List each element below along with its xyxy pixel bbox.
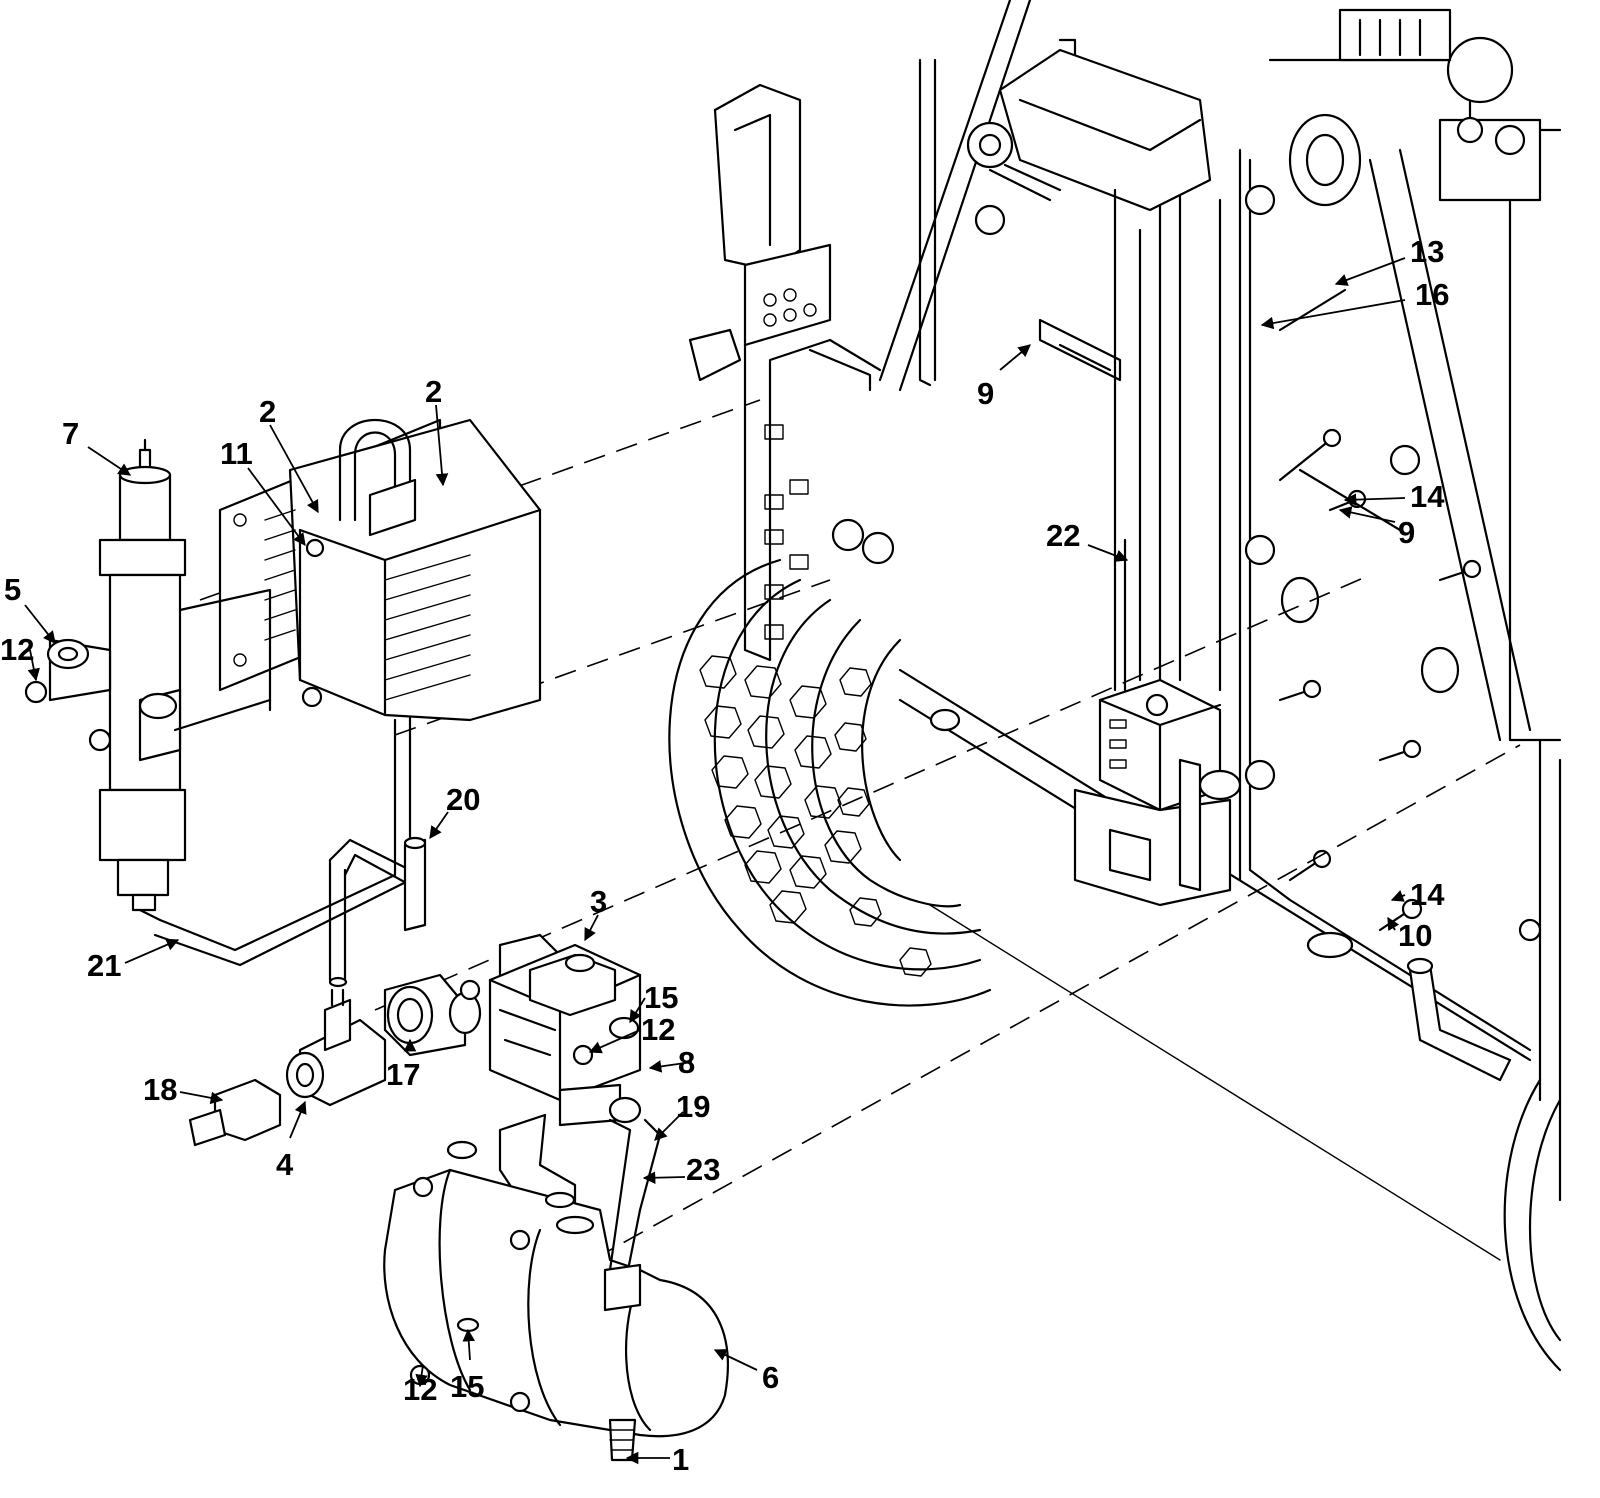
tee-fitting — [188, 973, 482, 1147]
callout-18: 18 — [143, 1072, 177, 1107]
vertical-cylinder — [24, 438, 272, 912]
leader-lines — [24, 257, 1406, 1465]
callout-17: 17 — [386, 1057, 420, 1092]
tubing — [138, 716, 427, 988]
callout-12a: 12 — [0, 632, 34, 667]
callout-3: 3 — [590, 884, 607, 919]
callout-6: 6 — [762, 1360, 779, 1395]
callout-22: 22 — [1046, 518, 1080, 553]
callout-1: 1 — [672, 1442, 689, 1477]
callout-14b: 14 — [1410, 877, 1445, 912]
callout-20: 20 — [446, 782, 480, 817]
callout-7: 7 — [62, 416, 79, 451]
heat-sink-box — [88, 418, 542, 752]
callout-11: 11 — [220, 436, 253, 471]
callout-15b: 15 — [450, 1369, 484, 1404]
callout-4: 4 — [276, 1147, 294, 1182]
callout-8: 8 — [678, 1045, 695, 1080]
callout-9b: 9 — [1398, 515, 1415, 550]
mounting-bracket-arm — [688, 83, 882, 662]
callout-2a: 2 — [259, 394, 276, 429]
callout-10: 10 — [1398, 918, 1432, 953]
callout-16: 16 — [1415, 277, 1449, 312]
filter-canister — [383, 1113, 729, 1462]
callout-19: 19 — [676, 1089, 710, 1124]
callout-13: 13 — [1410, 234, 1444, 269]
callout-12b: 12 — [641, 1012, 675, 1047]
callout-21: 21 — [87, 948, 121, 983]
mounted-valve-assembly — [1073, 188, 1242, 907]
callout-12c: 12 — [403, 1372, 437, 1407]
solenoid-valve — [488, 933, 642, 1127]
tire-wheel — [668, 558, 1562, 1372]
callout-9a: 9 — [977, 376, 994, 411]
callout-labels: 1 2 2 3 4 5 6 7 8 9 9 10 11 12 12 12 13 … — [0, 234, 1449, 1477]
callout-14a: 14 — [1410, 479, 1445, 514]
machine-frame — [831, 0, 1562, 1202]
callout-23: 23 — [686, 1152, 720, 1187]
callout-15a: 15 — [644, 980, 678, 1015]
callout-5: 5 — [4, 572, 21, 607]
callout-2b: 2 — [425, 374, 442, 409]
